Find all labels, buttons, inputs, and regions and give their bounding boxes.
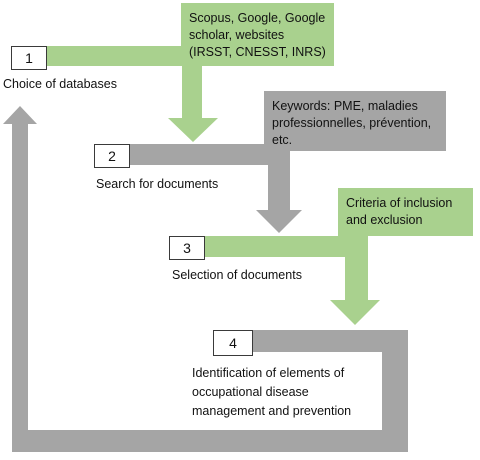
step-2-label: Search for documents [96,177,219,191]
step-4-number: 4 [229,335,237,351]
databases-note: Scopus, Google, Google scholar, websites… [181,3,334,66]
step-1-label: Choice of databases [3,77,117,91]
step-1-number: 1 [25,50,33,66]
step-2-number: 2 [108,148,116,164]
keywords-note: Keywords: PME, maladies professionnelles… [264,91,446,151]
arrow-step3-to-step4 [205,236,380,325]
step-3-number: 3 [183,240,191,256]
step-3-box: 3 [169,236,205,260]
step-4-label: Identification of elements of occupation… [192,366,352,418]
arrow-step1-to-step2 [47,46,218,142]
step-3-label: Selection of documents [172,268,302,282]
arrow-step2-to-step3 [130,144,302,233]
criteria-note: Criteria of inclusion and exclusion [338,188,473,236]
criteria-note-text: Criteria of inclusion and exclusion [346,196,453,227]
step-1-box: 1 [11,46,47,70]
databases-note-text: Scopus, Google, Google scholar, websites… [189,11,326,59]
step-4-box: 4 [213,330,253,356]
keywords-note-text: Keywords: PME, maladies professionnelles… [272,99,432,147]
step-2-box: 2 [94,144,130,168]
